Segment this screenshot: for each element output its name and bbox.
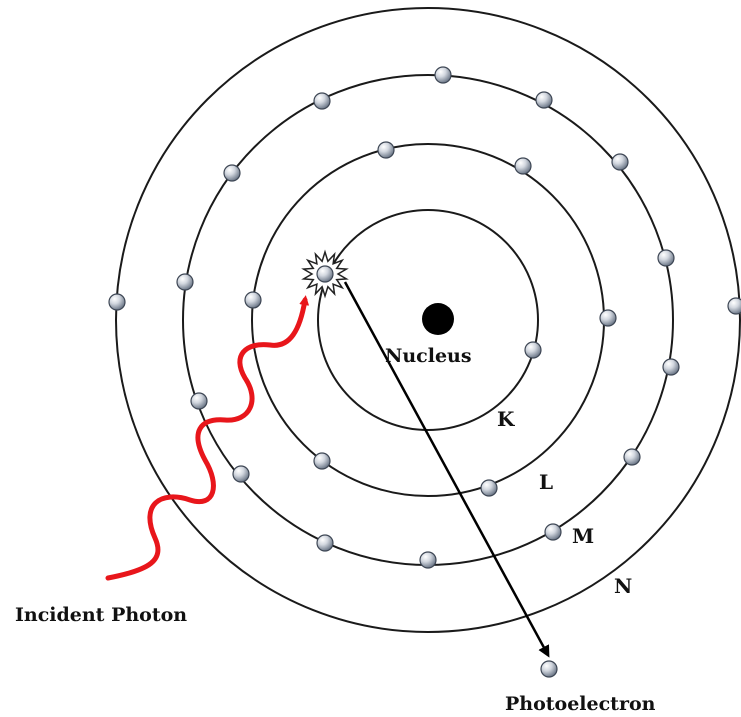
photoelectron-label: Photoelectron (505, 693, 656, 715)
nucleus-label: Nucleus (385, 345, 472, 367)
incident-photon-label: Incident Photon (15, 604, 187, 626)
electron (419, 551, 437, 569)
photoelectron-path (343, 281, 550, 658)
electron (190, 392, 208, 410)
orbit-n (115, 7, 741, 633)
electron (514, 157, 532, 175)
electron (524, 341, 542, 359)
electron (611, 153, 629, 171)
electron (480, 479, 498, 497)
electron (313, 452, 331, 470)
electron (623, 448, 641, 466)
shell-label-l: L (539, 470, 553, 494)
electron (377, 141, 395, 159)
shell-label-k: K (497, 407, 515, 431)
photoelectron (540, 660, 558, 678)
electron (244, 291, 262, 309)
electron (223, 164, 241, 182)
ejected-electron (316, 265, 334, 283)
electron (176, 273, 194, 291)
electron (544, 523, 562, 541)
electron (535, 91, 553, 109)
electron (599, 309, 617, 327)
electron (108, 293, 126, 311)
electron (232, 465, 250, 483)
electron (662, 358, 680, 376)
electrons (108, 66, 741, 569)
ejection-burst (301, 249, 349, 299)
incident-photon-wave (105, 295, 310, 581)
orbit-k (317, 209, 539, 431)
electron (313, 92, 331, 110)
shell-label-n: N (614, 574, 632, 598)
electron (657, 249, 675, 267)
electron (727, 297, 741, 315)
nucleus (422, 303, 454, 335)
electron (434, 66, 452, 84)
electron (316, 534, 334, 552)
shell-label-m: M (572, 524, 594, 548)
